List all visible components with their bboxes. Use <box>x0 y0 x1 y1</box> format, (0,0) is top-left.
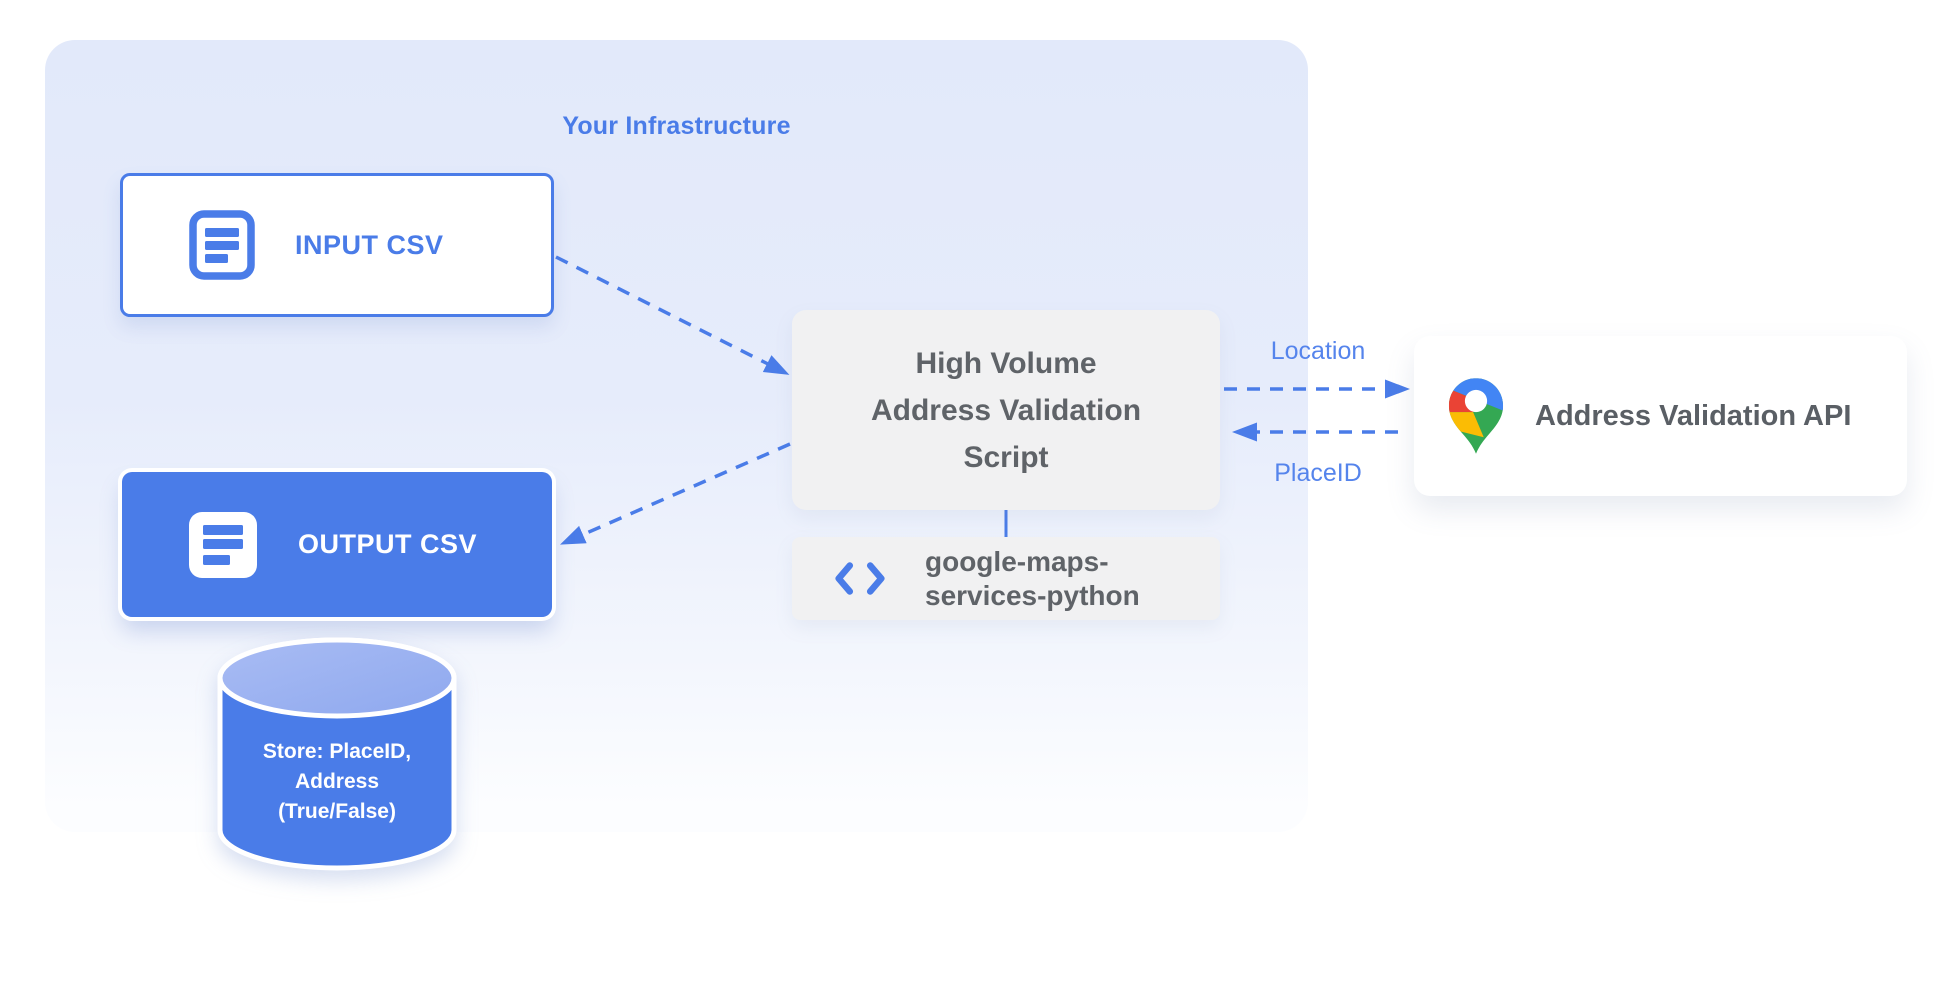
datastore-label: Store: PlaceID, Address (True/False) <box>212 737 462 827</box>
input-csv-label: INPUT CSV <box>295 229 444 260</box>
script-line: Script <box>963 440 1049 474</box>
code-brackets-icon <box>835 562 885 595</box>
location-edge-label: Location <box>1270 337 1366 365</box>
library-line: services-python <box>925 579 1140 611</box>
csv-document-icon <box>188 511 258 579</box>
google-maps-pin-icon <box>1447 377 1505 455</box>
infrastructure-title: Your Infrastructure <box>562 112 791 140</box>
output-csv-node: OUTPUT CSV <box>122 472 552 617</box>
library-label: google-maps- services-python <box>925 545 1140 613</box>
output-csv-label: OUTPUT CSV <box>298 529 478 559</box>
datastore-line: Store: PlaceID, <box>262 740 412 763</box>
library-line: google-maps- <box>925 545 1109 577</box>
script-line: Address Validation <box>870 393 1142 427</box>
datastore-cylinder <box>217 637 457 871</box>
script-node: High Volume Address Validation Script <box>792 310 1220 510</box>
csv-document-icon <box>189 210 255 280</box>
input-csv-node: INPUT CSV <box>120 173 554 317</box>
api-node: Address Validation API <box>1414 336 1907 496</box>
datastore-line: Address <box>294 770 380 793</box>
api-label: Address Validation API <box>1535 399 1852 432</box>
placeid-edge-label: PlaceID <box>1274 459 1362 487</box>
datastore-line: (True/False) <box>278 800 396 823</box>
library-node: google-maps- services-python <box>792 537 1220 620</box>
script-line: High Volume <box>915 346 1097 380</box>
